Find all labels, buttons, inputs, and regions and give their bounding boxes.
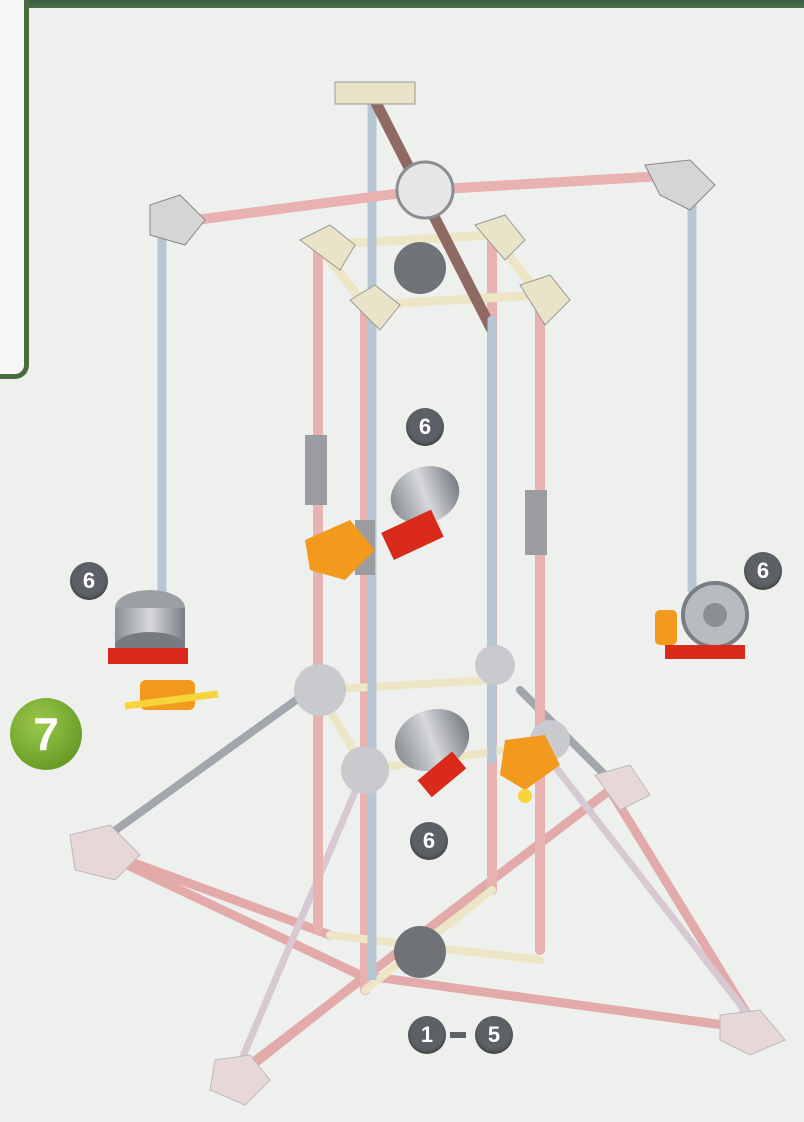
brace-rod (95, 690, 310, 845)
callout-badge-pulley-bottom-center: 6 (410, 822, 448, 860)
callout-badge-range-start: 1 (408, 1016, 446, 1054)
hub-connector (394, 242, 446, 294)
hub-connector (341, 746, 389, 794)
callout-badge-pulley-left: 6 (70, 562, 108, 600)
hub-connector (475, 645, 515, 685)
pulley-left-assembly (108, 590, 218, 710)
callout-badge-pulley-top-center: 6 (406, 408, 444, 446)
base-connector (70, 825, 140, 880)
base-connector (720, 1010, 785, 1055)
range-dash (450, 1032, 466, 1038)
callout-badge-pulley-right: 6 (744, 552, 782, 590)
brace-rod (550, 760, 760, 1030)
pulley-top-center-assembly (305, 457, 467, 580)
rod-clip (305, 435, 327, 505)
hub-connector (294, 664, 346, 716)
callout-badge-range-end: 5 (475, 1016, 513, 1054)
rod-clip (525, 490, 547, 555)
corner-connector (645, 160, 715, 210)
top-cap-connector (335, 82, 415, 104)
corner-connector (150, 195, 205, 245)
step-number-badge: 7 (10, 698, 82, 770)
arm-rod (180, 190, 425, 222)
hub-connector (397, 162, 453, 218)
pulley-right-assembly (655, 583, 747, 659)
hub-connector (394, 926, 446, 978)
arm-rod (425, 175, 680, 190)
tower-uprights (318, 240, 540, 990)
